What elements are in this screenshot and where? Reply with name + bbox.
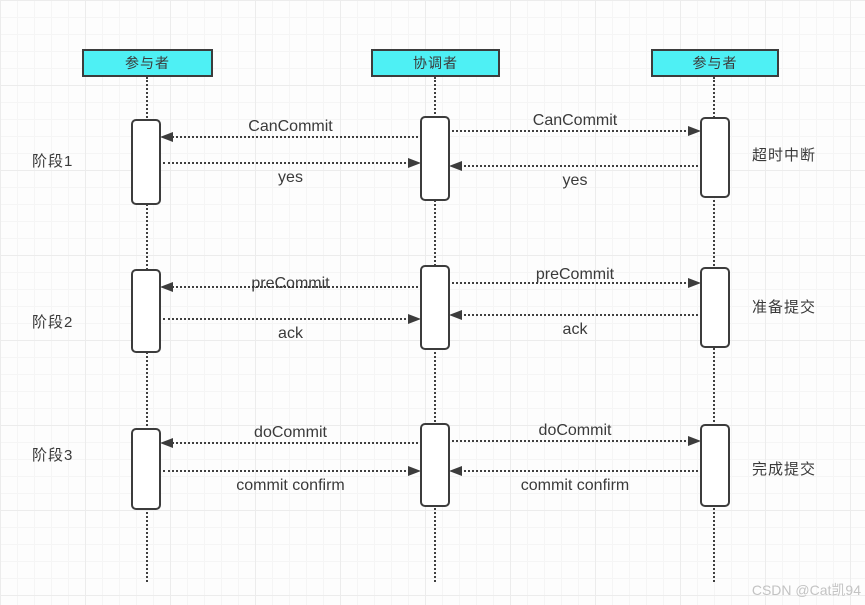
message-do-commit-left: doCommit (160, 424, 420, 448)
message-pre-commit-right: preCommit (450, 266, 701, 288)
message-label: ack (562, 321, 588, 338)
message-line (452, 130, 698, 132)
message-label: preCommit (535, 266, 615, 283)
message-line (163, 136, 418, 138)
activation-bar (131, 428, 161, 510)
message-pre-commit-left: preCommit (160, 275, 420, 292)
activation-bar (700, 424, 730, 507)
arrowhead-left-icon (449, 161, 462, 171)
arrowhead-right-icon (408, 314, 421, 324)
phase-label-2: 阶段2 (32, 314, 74, 331)
actor-label: 协调者 (413, 55, 458, 71)
message-commit-confirm-right: commit confirm (449, 466, 700, 494)
phase-label-3: 阶段3 (32, 447, 74, 464)
message-line (452, 440, 698, 442)
activation-bar (420, 423, 450, 507)
message-label: CanCommit (248, 118, 333, 135)
phase-label-1: 阶段1 (32, 153, 74, 170)
watermark: CSDN @Cat凯94 (751, 582, 861, 598)
arrowhead-right-icon (408, 158, 421, 168)
status-label-complete-commit: 完成提交 (752, 461, 817, 478)
message-label: ack (278, 325, 303, 342)
actor-label: 参与者 (692, 55, 738, 71)
message-line (163, 442, 418, 444)
activation-bar (131, 269, 161, 353)
actor-box-participant-left: 参与者 (82, 49, 213, 77)
message-line (452, 282, 698, 284)
message-ack-left: ack (161, 314, 421, 342)
activation-bar (131, 119, 161, 205)
message-commit-confirm-left: commit confirm (161, 466, 421, 494)
arrowhead-left-icon (160, 132, 173, 142)
message-yes-left: yes (161, 158, 421, 186)
message-label: yes (562, 172, 588, 189)
activation-bar (700, 267, 730, 348)
message-label: doCommit (254, 424, 327, 441)
status-label-prepare-commit: 准备提交 (752, 299, 817, 316)
status-label-timeout-abort: 超时中断 (752, 147, 817, 164)
message-ack-right: ack (449, 310, 700, 338)
message-line (163, 286, 418, 288)
arrowhead-right-icon (688, 126, 701, 136)
actor-box-coordinator: 协调者 (371, 49, 500, 77)
message-do-commit-right: doCommit (450, 422, 701, 446)
arrowhead-right-icon (688, 436, 701, 446)
message-label: doCommit (538, 422, 612, 439)
arrowhead-right-icon (408, 466, 421, 476)
activation-bar (420, 265, 450, 350)
arrowhead-right-icon (688, 278, 701, 288)
activation-bar (420, 116, 450, 201)
message-label: commit confirm (236, 477, 345, 494)
activation-bar (700, 117, 730, 198)
message-line (452, 165, 698, 167)
message-line (163, 318, 418, 320)
actor-box-participant-right: 参与者 (651, 49, 779, 77)
message-yes-right: yes (449, 161, 700, 189)
arrowhead-left-icon (160, 282, 173, 292)
arrowhead-left-icon (449, 310, 462, 320)
message-can-commit-right: CanCommit (450, 112, 701, 136)
message-line (163, 470, 418, 472)
message-label: commit confirm (520, 477, 630, 494)
message-line (452, 470, 698, 472)
message-label: preCommit (251, 275, 330, 292)
message-can-commit-left: CanCommit (160, 118, 420, 142)
message-line (163, 162, 418, 164)
message-label: yes (278, 169, 303, 186)
arrowhead-left-icon (449, 466, 462, 476)
message-line (452, 314, 698, 316)
message-label: CanCommit (532, 112, 618, 129)
actor-label: 参与者 (125, 55, 170, 71)
arrowhead-left-icon (160, 438, 173, 448)
